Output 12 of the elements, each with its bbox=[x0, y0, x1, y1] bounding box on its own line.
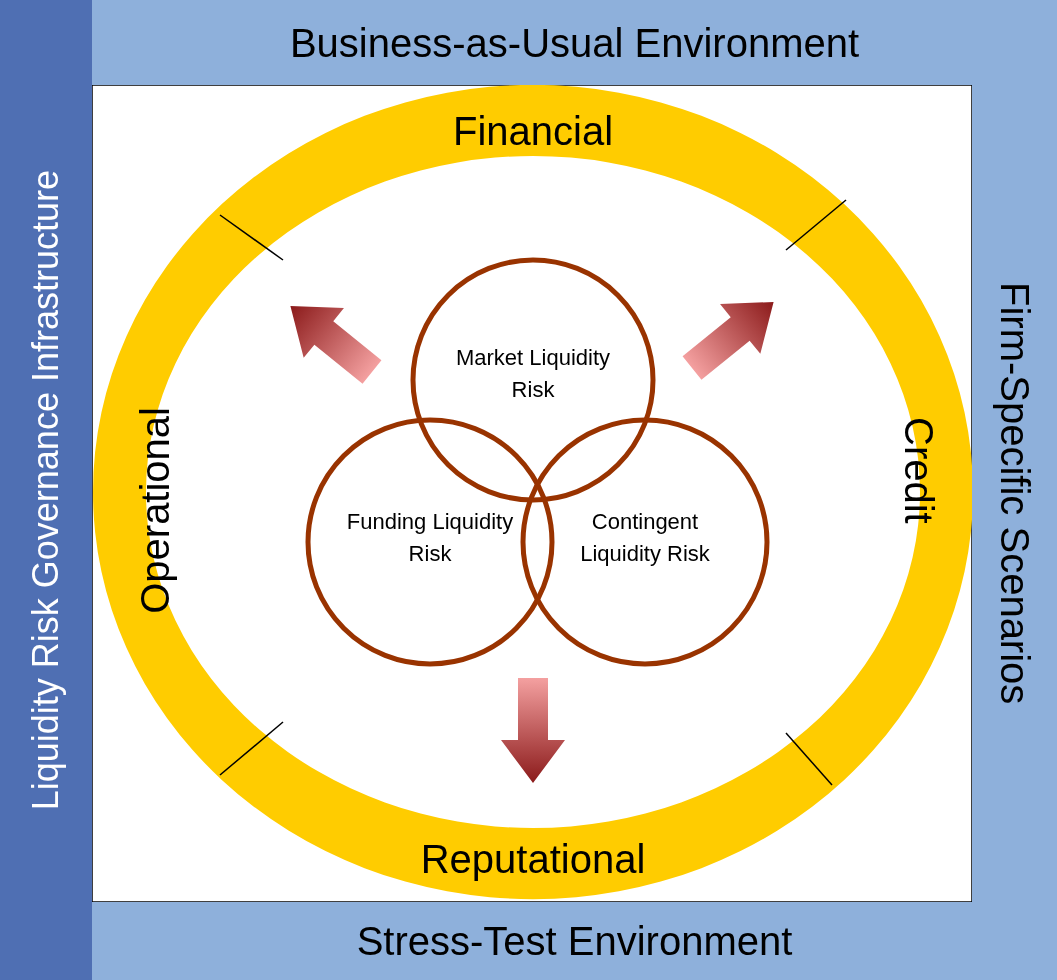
side-band bbox=[0, 0, 92, 980]
band-title: Firm-Specific Scenarios bbox=[992, 282, 1037, 705]
ring-segment-label: Reputational bbox=[420, 837, 646, 881]
circle-label: Funding Liquidity Risk bbox=[345, 508, 515, 568]
band-title: Liquidity Risk Governance Infrastructure bbox=[26, 169, 66, 811]
ring-segment-label: Operational bbox=[133, 406, 177, 614]
circle-label: Contingent Liquidity Risk bbox=[579, 508, 711, 568]
band-title: Stress-Test Environment bbox=[356, 919, 793, 963]
band-title: Business-as-Usual Environment bbox=[289, 20, 860, 65]
ring-segment-label: Credit bbox=[897, 416, 941, 524]
circle-label: Market Liquidity Risk bbox=[454, 344, 612, 404]
ring-segment-label: Financial bbox=[452, 109, 614, 153]
